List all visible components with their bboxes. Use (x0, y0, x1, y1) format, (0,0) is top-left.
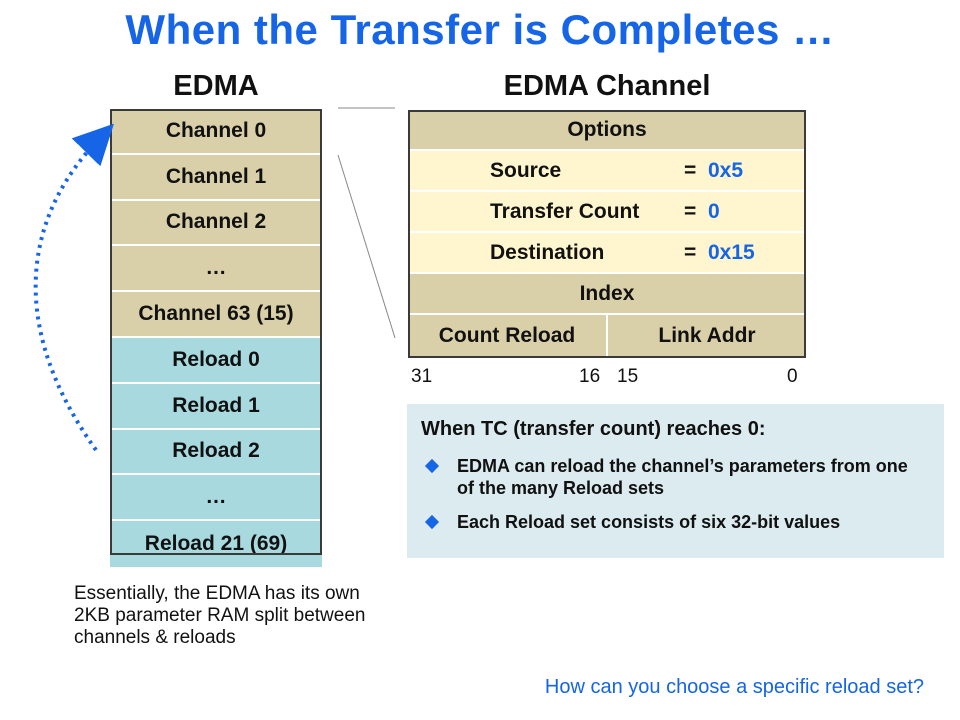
note-bullet: Each Reload set consists of six 32-bit v… (421, 511, 930, 533)
edma-header: EDMA (173, 70, 259, 102)
stack-reload-ellipsis: … (110, 475, 322, 522)
note-bullet-text: EDMA can reload the channel’s parameters… (457, 456, 908, 498)
stack-reload-21: Reload 21 (69) (110, 521, 322, 567)
essentially-note: Essentially, the EDMA has its own 2KB pa… (74, 583, 366, 648)
param-link-addr: Link Addr (658, 323, 756, 347)
param-options: Options (408, 110, 806, 151)
param-count-reload: Count Reload (408, 315, 608, 356)
param-destination-value: 0x15 (708, 240, 755, 264)
stack-channel-0: Channel 0 (110, 109, 322, 155)
edma-parameter-stack: Channel 0 Channel 1 Channel 2 … Channel … (110, 109, 322, 567)
stack-channel-1: Channel 1 (110, 154, 322, 201)
param-source: Source = 0x5 (408, 151, 806, 192)
stack-channel-ellipsis: … (110, 246, 322, 293)
param-index: Index (408, 274, 806, 315)
bit-label-16: 16 (579, 366, 601, 387)
stack-reload-2: Reload 2 (110, 429, 322, 476)
param-destination-name: Destination (490, 240, 605, 264)
bit-label-0: 0 (787, 366, 798, 387)
note-heading: When TC (transfer count) reaches 0: (421, 418, 766, 440)
bit-label-15: 15 (617, 366, 639, 387)
zoom-line-bottom (337, 154, 396, 339)
page-title: When the Transfer is Completes … (125, 6, 835, 53)
note-bullet: EDMA can reload the channel’s parameters… (421, 455, 930, 499)
param-transfer-count: Transfer Count = 0 (408, 192, 806, 233)
next-question-link[interactable]: How can you choose a specific reload set… (544, 676, 924, 698)
edma-channel-header: EDMA Channel (503, 70, 711, 102)
param-destination: Destination = 0x15 (408, 233, 806, 274)
diamond-bullet-icon (424, 458, 440, 474)
note-bullet-text: Each Reload set consists of six 32-bit v… (457, 512, 841, 532)
bit-label-31: 31 (411, 366, 433, 387)
stack-channel-2: Channel 2 (110, 200, 322, 247)
param-transfer-count-name: Transfer Count (490, 199, 640, 223)
note-box: When TC (transfer count) reaches 0: EDMA… (407, 404, 944, 558)
stack-channel-63: Channel 63 (15) (110, 292, 322, 338)
param-transfer-count-eq: = (684, 199, 697, 223)
param-source-value: 0x5 (708, 158, 744, 182)
param-source-name: Source (490, 158, 562, 182)
diamond-bullet-icon (424, 514, 440, 530)
stack-reload-1: Reload 1 (110, 383, 322, 430)
param-destination-eq: = (684, 240, 697, 264)
param-transfer-count-value: 0 (708, 199, 720, 223)
param-reload-link-row: Count Reload Link Addr (408, 315, 806, 356)
reload-arrow (33, 123, 114, 452)
edma-channel-parameters: Options Source = 0x5 Transfer Count = 0 … (408, 110, 806, 356)
param-source-eq: = (684, 158, 697, 182)
stack-reload-0: Reload 0 (110, 337, 322, 384)
